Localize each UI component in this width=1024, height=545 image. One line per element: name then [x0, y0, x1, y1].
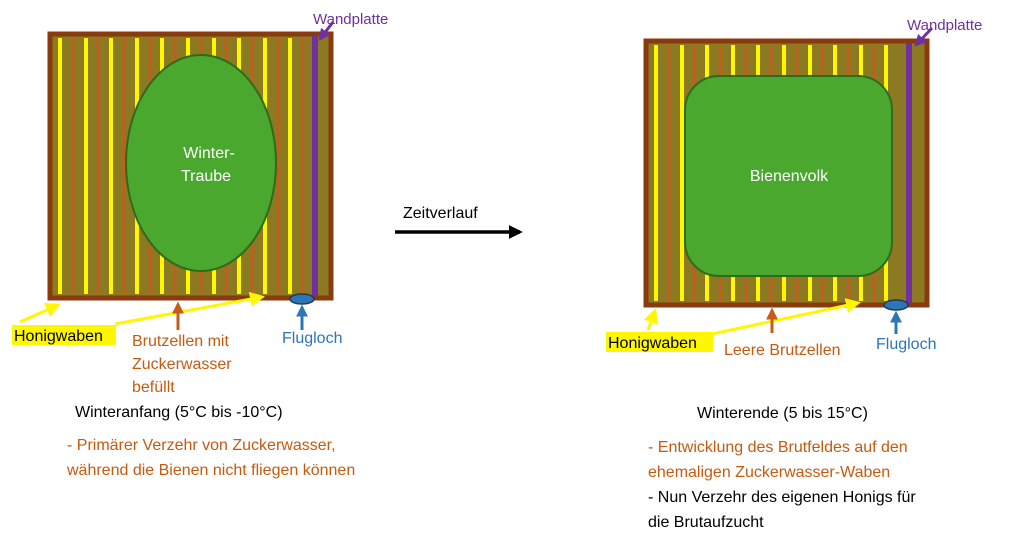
left-honey-label-bg — [12, 325, 116, 345]
left-caption: Winteranfang (5°C bis -10°C) — [75, 404, 283, 421]
left-brood-label-1: Brutzellen mit — [132, 333, 229, 350]
right-note-1: - Entwicklung des Brutfeldes auf den — [648, 439, 908, 456]
left-honey-arrow-2 — [114, 291, 265, 326]
right-honey-label: Honigwaben — [608, 335, 697, 352]
left-winter-cluster — [125, 54, 277, 272]
right-honey-label-bg — [606, 332, 713, 352]
left-hive: Winter- Traube — [47, 31, 334, 305]
left-brood-label-3: befüllt — [132, 379, 175, 396]
right-cluster-label: Bienenvolk — [750, 168, 829, 185]
left-wall-arrow — [318, 21, 335, 41]
right-hive: Bienenvolk — [643, 38, 930, 311]
left-note-2: während die Bienen nicht fliegen können — [66, 462, 355, 479]
left-honey-label: Honigwaben — [14, 328, 103, 345]
right-bee-colony — [684, 75, 893, 277]
right-caption: Winterende (5 bis 15°C) — [697, 405, 868, 422]
right-wall-label: Wandplatte — [907, 17, 982, 34]
right-entrance-label: Flugloch — [876, 336, 936, 353]
left-honey-arrow-1 — [19, 303, 61, 324]
left-entrance-hole — [289, 293, 315, 305]
right-honey-arrow-2 — [711, 298, 861, 336]
left-wall-label: Wandplatte — [313, 11, 388, 28]
left-brood-label-2: Zuckerwasser — [132, 356, 232, 373]
left-entrance-label: Flugloch — [282, 330, 342, 347]
right-entrance-hole — [883, 299, 909, 311]
left-cluster-label-2: Traube — [181, 168, 231, 185]
right-note-3: - Nun Verzehr des eigenen Honigs für — [648, 489, 916, 506]
time-arrow-label: Zeitverlauf — [403, 205, 478, 222]
left-note-1: - Primärer Verzehr von Zuckerwasser, — [67, 437, 336, 454]
left-cluster-label-1: Winter- — [183, 145, 235, 162]
right-honey-arrow-1 — [643, 308, 658, 331]
right-brood-label: Leere Brutzellen — [724, 342, 841, 359]
right-wall-arrow — [914, 26, 934, 47]
right-note-4: die Brutaufzucht — [648, 514, 764, 531]
right-note-2: ehemaligen Zuckerwasser-Waben — [648, 464, 890, 481]
